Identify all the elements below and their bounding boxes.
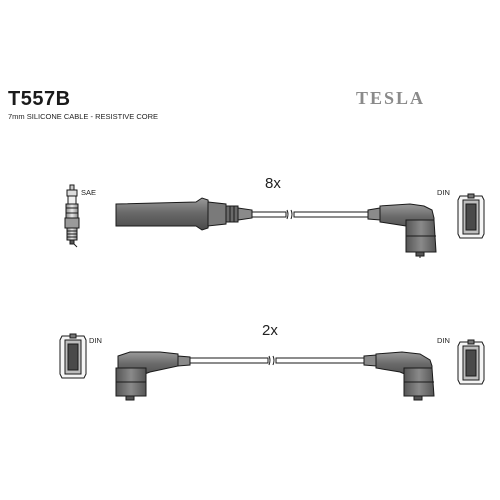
din-terminal-right-icon — [457, 339, 485, 385]
din-angled-boot-left-icon — [115, 351, 191, 401]
din-angled-boot-icon — [367, 203, 437, 258]
cable-spec: 7mm SILICONE CABLE - RESISTIVE CORE — [8, 112, 159, 121]
part-number: T557B — [8, 88, 71, 110]
cable-1-wire — [251, 209, 369, 220]
cable-2-wire — [189, 355, 365, 366]
sae-straight-boot-icon — [115, 197, 253, 231]
din-terminal-left-icon — [59, 333, 87, 379]
din-terminal-icon — [457, 193, 485, 239]
spark-plug-icon — [64, 184, 80, 248]
cable-2-left-connector-label: DIN — [89, 336, 102, 345]
cable-1-quantity: 8x — [265, 175, 281, 192]
din-angled-boot-right-icon — [363, 351, 435, 401]
cable-1-left-connector-label: SAE — [81, 188, 97, 197]
cable-2-quantity: 2x — [262, 322, 278, 339]
cable-2-right-connector-label: DIN — [437, 336, 450, 345]
cable-1-right-connector-label: DIN — [437, 188, 450, 197]
brand-logo: TESLA — [356, 88, 426, 108]
